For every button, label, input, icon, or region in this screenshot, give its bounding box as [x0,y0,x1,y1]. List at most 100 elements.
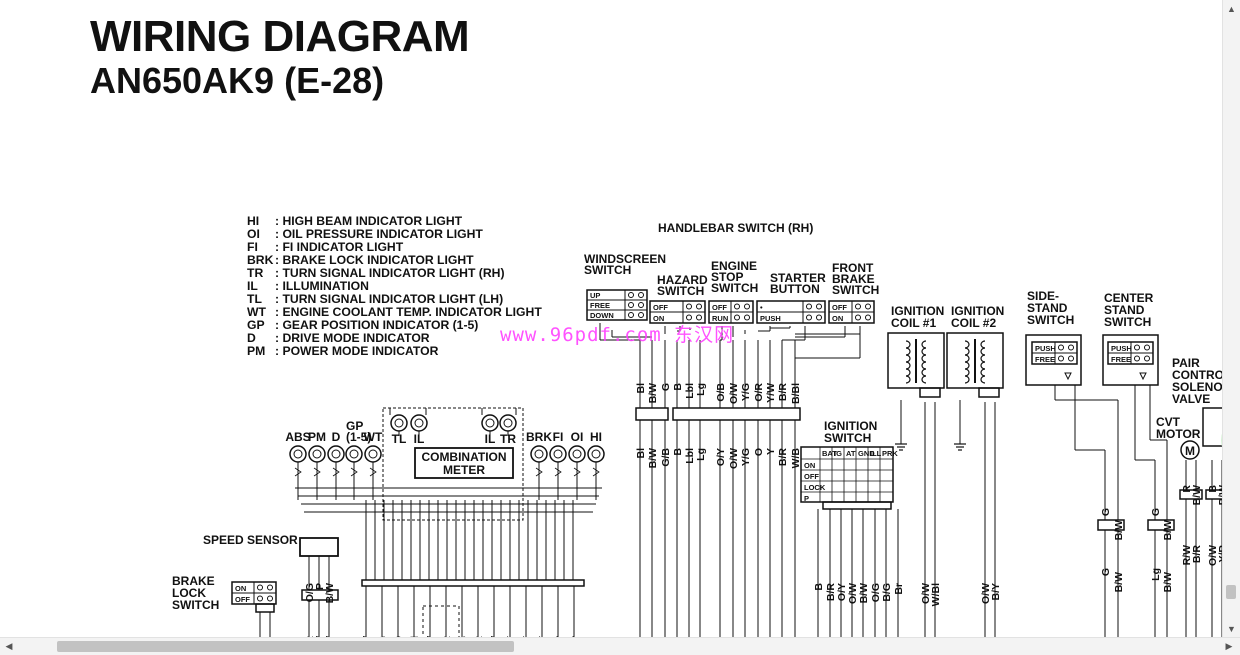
speed-sensor-box [299,537,339,557]
contact-icon [1134,355,1140,362]
switch-position-label: ON [653,314,664,323]
legend-row: TL: TURN SIGNAL INDICATOR LIGHT (LH) [247,293,542,306]
coil-winding [905,375,911,384]
contact-icon [257,595,263,602]
wire-label: Y/G [740,383,752,401]
wire-label: O/G [870,583,882,602]
ignition-col-label: BAT [822,449,837,458]
wire-label: G [660,383,672,391]
indicator-lamp-inner [553,449,563,459]
vertical-scrollbar[interactable]: ▲ ▼ [1222,0,1240,638]
coil-winding [921,361,927,370]
legend-row: BRK: BRAKE LOCK INDICATOR LIGHT [247,254,542,267]
coil-winding [980,368,986,377]
coil-winding [921,347,927,356]
switch-position-label: UP [590,291,600,300]
scroll-left-icon[interactable]: ◀ [5,641,13,651]
wire-label: W/B [790,448,802,469]
lamp-label: D [332,430,341,444]
horizontal-scrollbar[interactable]: ◀ ▶ [0,637,1240,655]
wire-label: B/W [324,583,336,604]
wire-label: P [314,583,326,590]
diode-icon [1139,372,1147,381]
component-label: FRONT [832,261,874,275]
scroll-up-icon[interactable]: ▲ [1227,4,1236,14]
component-label: STARTER [770,271,826,285]
switch-box [586,289,648,321]
component-label: SWITCH [824,431,871,445]
lamp-label: TR [500,432,516,446]
wire-label: /R [441,636,453,638]
scroll-right-icon[interactable]: ▶ [1225,641,1233,651]
led-icon [294,467,302,477]
ignition-connector [822,501,892,510]
ignition-col-label: IG [834,449,842,458]
switch-position-label: PUSH [1111,344,1132,353]
led-icon [332,467,340,477]
contact-icon [865,314,871,321]
wire-label: G [1100,508,1112,516]
wire-label: Lbl [684,448,696,464]
component-label: (1-5) [346,430,371,444]
watermark: www.96pdf.com 东汉网 [500,324,735,346]
lamp-label: IL [414,432,425,446]
wire-label: Lg [695,448,707,461]
wire-label: O/Y [836,583,848,601]
legend-abbr: OI [247,227,260,241]
scroll-down-icon[interactable]: ▼ [1227,624,1236,634]
wire-label: B/R [1191,545,1203,564]
contact-icon [865,303,871,310]
switch-position-label: PUSH [760,314,781,323]
combination-meter-label: METER [443,463,485,477]
component-label: SWITCH [711,281,758,295]
wire-label: Y/G [740,448,752,466]
wire-label: /R [473,636,485,638]
indicator-lamp-icon [308,445,326,463]
component-label: CVT [1156,415,1181,429]
component-label: WINDSCREEN [584,252,666,266]
legend-text: : BRAKE LOCK INDICATOR LIGHT [275,253,474,267]
switch-position-label: OFF [712,303,727,312]
component-label: BRAKE [832,272,875,286]
coil-winding [980,361,986,370]
contact-icon [257,584,263,591]
contact-icon [638,292,644,298]
legend-row: TR: TURN SIGNAL INDICATOR LIGHT (RH) [247,267,542,280]
coil-winding [905,340,911,349]
indicator-lamp-icon [345,445,363,463]
indicator-lamp-inner [414,418,424,428]
vertical-scroll-thumb[interactable] [1226,585,1236,599]
lamp-label: IL [485,432,496,446]
switch-position-label: OFF [235,595,250,604]
wire-label: B/W [647,448,659,469]
wire-label: B/R [825,583,837,602]
component-label: IGNITION [891,304,944,318]
ignition-col-label: GND [858,449,875,458]
connector [1179,489,1203,500]
contact-icon [628,292,634,298]
indicator-lamp-inner [312,449,322,459]
legend-abbr: IL [247,279,258,293]
switch-position-label: OFF [653,303,668,312]
component-label: HAZARD [657,273,708,287]
coil-winding [980,340,986,349]
wire-label: /R [304,636,316,638]
legend-text: : OIL PRESSURE INDICATOR LIGHT [275,227,483,241]
coil-winding [905,368,911,377]
component-label: BUTTON [770,282,820,296]
lamp-label: OI [571,430,584,444]
connector [672,407,801,421]
wire-label: Lbl [684,383,696,399]
wire-label: B/Y [990,583,1002,601]
connector [301,589,339,601]
switch-position-label: FREE [590,301,610,310]
wire-label: O/W [847,583,859,604]
wire-label: /B [457,636,469,638]
horizontal-scroll-thumb[interactable] [57,641,514,652]
legend-abbr: BRK [247,253,274,267]
speed-sensor-label: SPEED SENSOR [203,533,298,547]
component-label: GP [346,419,363,433]
wire-label: R/W [1181,545,1193,566]
wire-label: O [753,448,765,456]
legend-text: : HIGH BEAM INDICATOR LIGHT [275,214,463,228]
